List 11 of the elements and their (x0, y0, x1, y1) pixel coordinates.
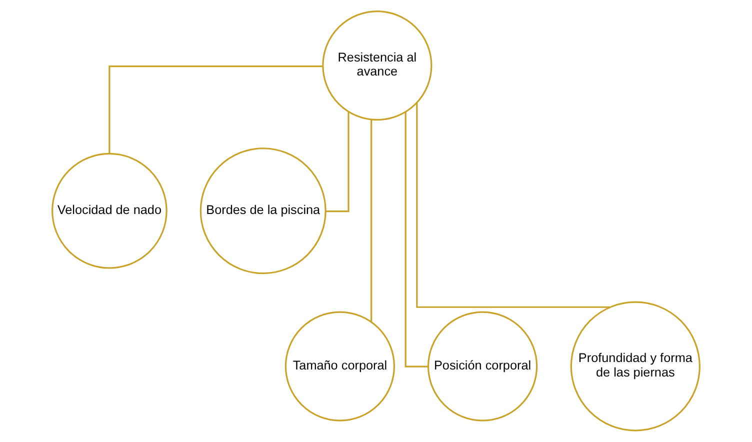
node-circle: Bordes de la piscina (200, 148, 326, 274)
connector (370, 120, 372, 322)
connector (326, 112, 350, 212)
connector (108, 66, 323, 154)
node-circle: Profundidad y forma de las piernas (570, 301, 700, 432)
node-circle: Tamaño corporal (284, 311, 396, 422)
node-circle: Posición corporal (427, 311, 538, 422)
node-circle: Resistencia al avance (322, 10, 432, 121)
node-circle: Velocidad de nado (52, 152, 168, 269)
connector (416, 102, 610, 308)
connector (404, 112, 428, 368)
